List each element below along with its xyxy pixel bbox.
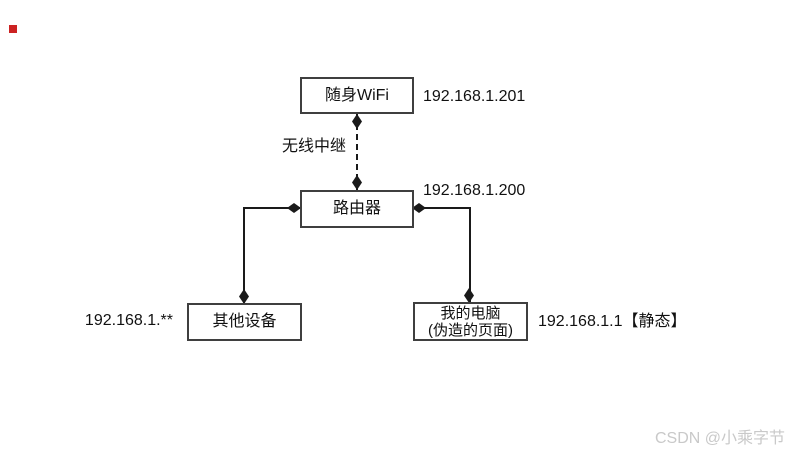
connector-left-horizontal [244,207,300,209]
arrowhead-left-into-router-icon [412,203,426,213]
node-router-label: 路由器 [332,200,381,217]
node-portable-wifi-label: 随身WiFi [325,86,389,104]
node-my-computer-sublabel: (伪造的页面) [428,321,513,339]
ip-label-router: 192.168.1.200 [423,182,526,199]
arrowhead-down-into-router-icon [352,175,362,190]
ip-label-wifi: 192.168.1.201 [423,88,526,105]
connector-right-horizontal [413,207,470,209]
node-other-devices: 其他设备 [187,303,302,341]
connector-right-vertical [469,207,471,302]
csdn-watermark: CSDN @小乘字节 [654,430,785,447]
arrowhead-down-into-pc-icon [464,288,474,303]
ip-label-other-devices: 192.168.1.** [84,312,173,329]
node-other-devices-label: 其他设备 [212,313,277,330]
relay-dashed-link [356,114,358,190]
node-my-computer-label: 我的电脑 [440,304,501,322]
node-my-computer: 我的电脑 (伪造的页面) [413,302,528,341]
node-router: 路由器 [300,190,414,228]
connector-left-vertical [243,207,245,303]
node-portable-wifi: 随身WiFi [300,77,414,114]
arrowhead-up-into-wifi-icon [352,114,362,129]
red-marker-square [9,25,17,33]
arrowhead-right-into-router-icon [287,203,301,213]
ip-label-my-computer: 192.168.1.1【静态】 [538,313,687,330]
arrowhead-down-into-other-icon [239,289,249,304]
relay-link-label: 无线中继 [282,138,347,155]
